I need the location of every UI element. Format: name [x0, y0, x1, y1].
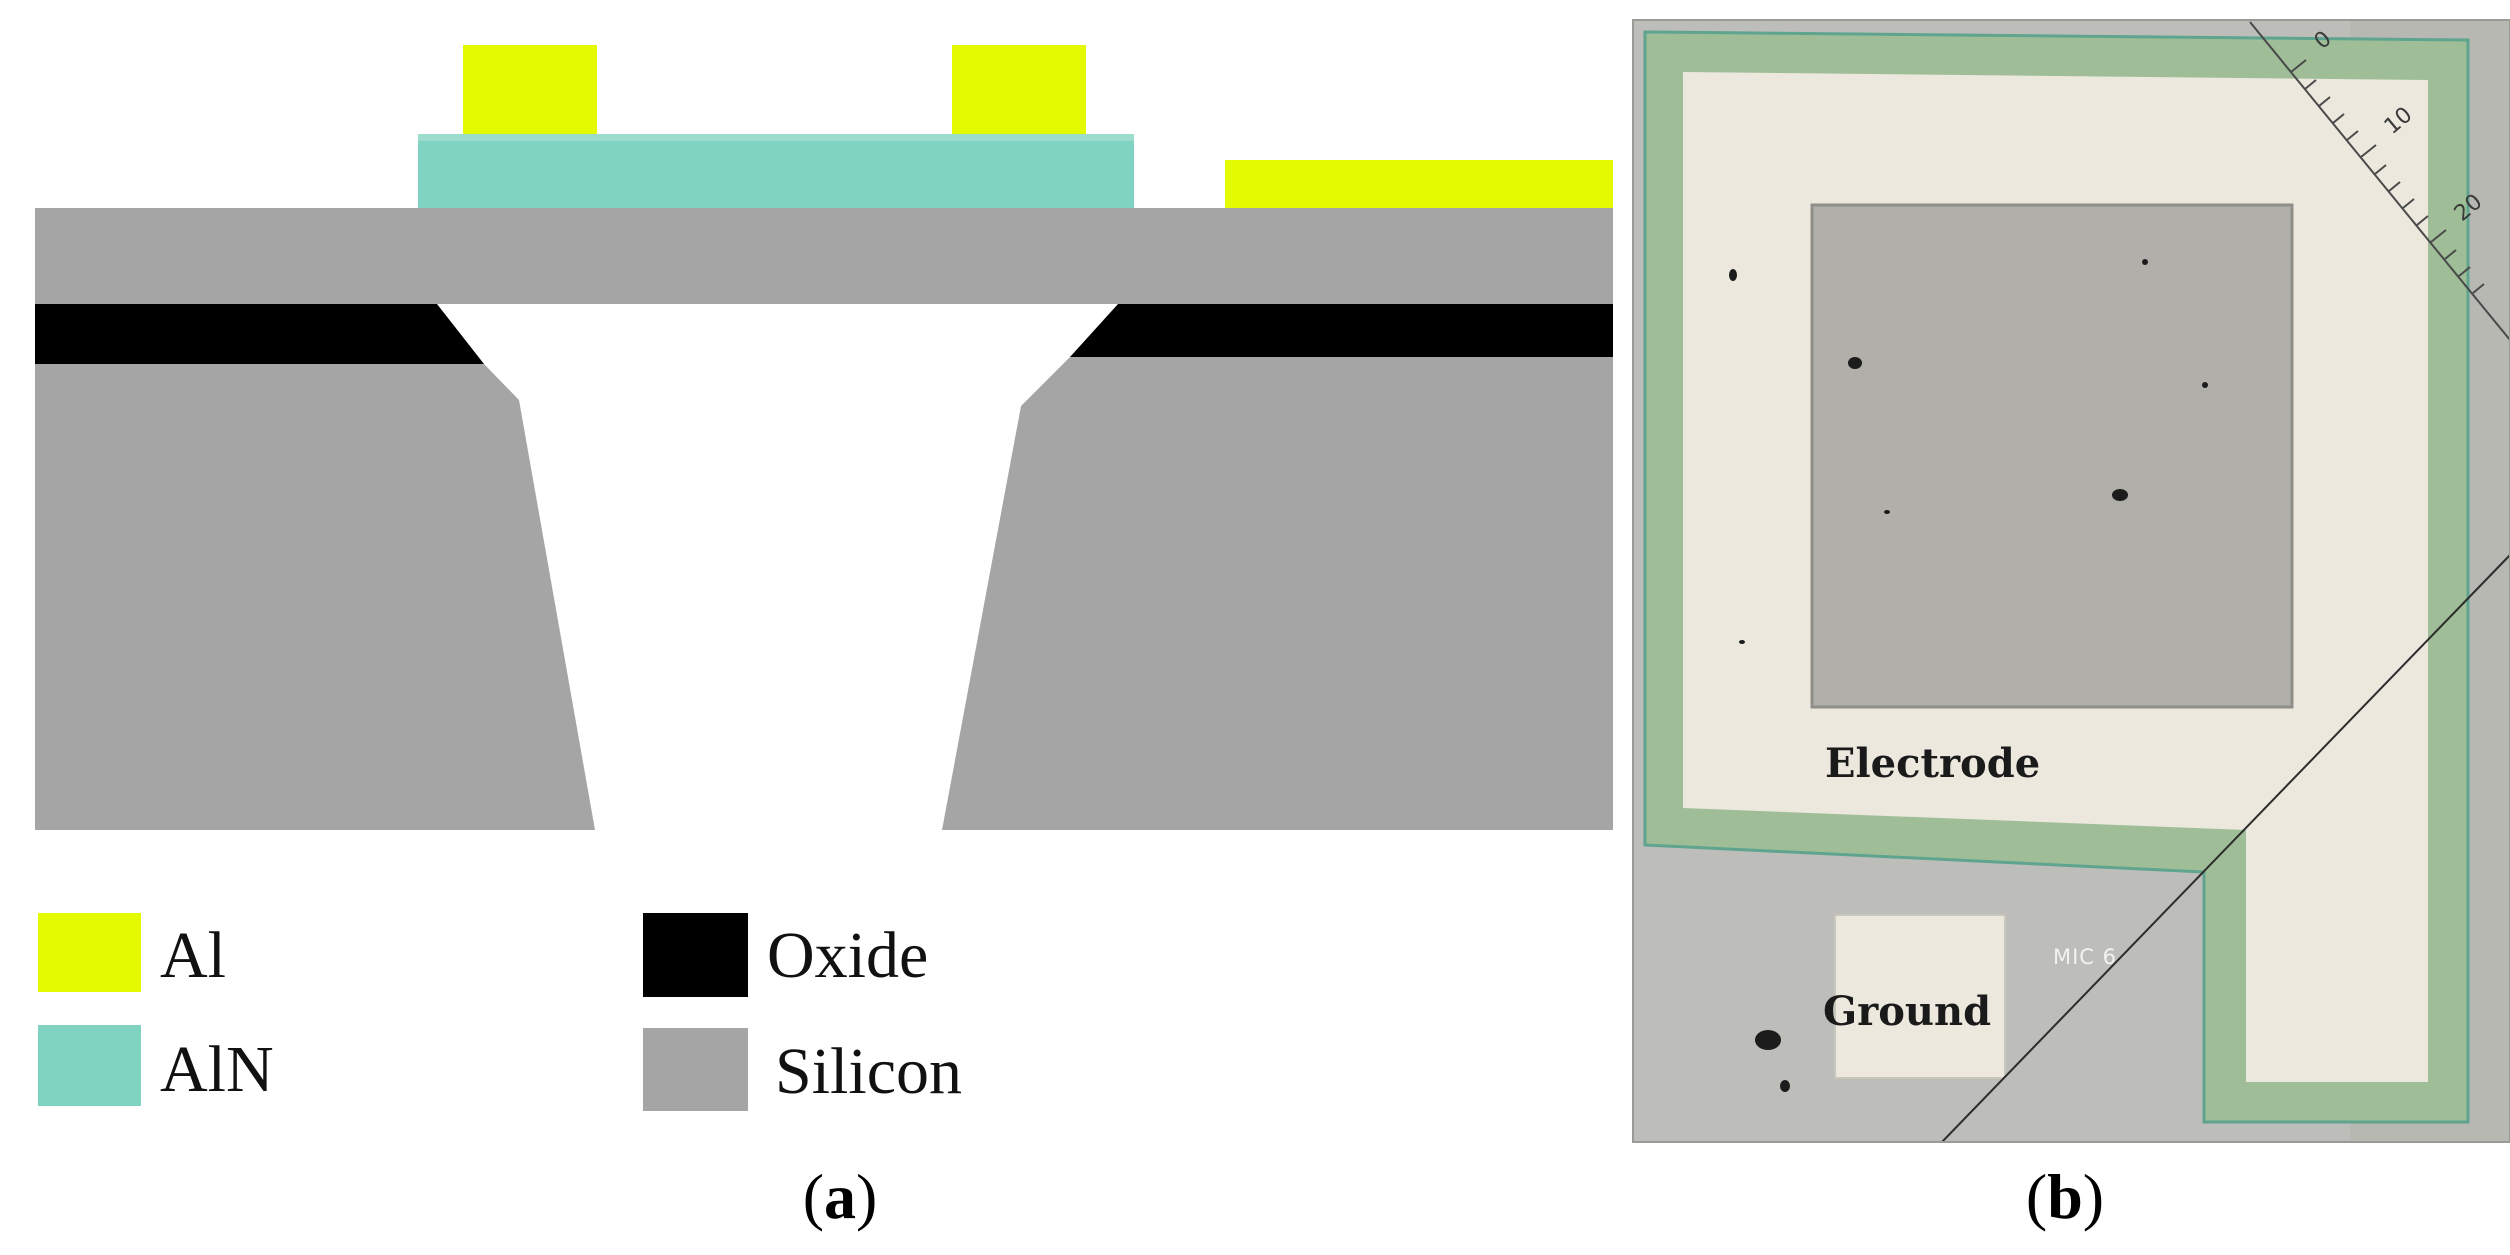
legend-swatch-silicon — [643, 1028, 748, 1111]
silicon-substrate-left — [35, 364, 595, 830]
aln-piezo-layer — [418, 134, 1134, 208]
aln-top-highlight — [418, 134, 1134, 141]
legend: Al AlN Oxide Silicon — [38, 913, 962, 1111]
chip-id-stamp: MIC 6 — [2053, 945, 2117, 969]
caption-a-close-paren: ) — [856, 1161, 877, 1232]
panel-a-cross-section — [35, 45, 1613, 830]
electrode-label: Electrode — [1825, 740, 2040, 787]
silicon-substrate-right — [942, 357, 1613, 830]
al-top-electrode-right — [952, 45, 1086, 134]
caption-b-close-paren: ) — [2083, 1161, 2104, 1232]
silicon-device-layer — [35, 208, 1613, 304]
crosshair-line — [1941, 554, 2510, 1142]
caption-b: (b) — [2026, 1161, 2104, 1232]
measurement-scale — [2249, 21, 2510, 341]
oxide-layer-left — [35, 304, 484, 364]
caption-b-letter: b — [2047, 1161, 2083, 1232]
electrode-center-square — [1810, 203, 2294, 709]
debris-specks — [1729, 259, 2208, 1092]
panel-b-micrograph: 0 10 20 MIC 6 Electrode Ground — [1633, 20, 2510, 1142]
caption-a: (a) — [803, 1161, 878, 1232]
oxide-layer-right — [1070, 304, 1613, 357]
legend-label-al: Al — [160, 919, 226, 992]
al-top-electrode-left — [463, 45, 597, 134]
legend-swatch-aln — [38, 1025, 141, 1106]
al-ground-pad — [1225, 160, 1613, 208]
legend-label-silicon: Silicon — [775, 1035, 962, 1108]
legend-swatch-al — [38, 913, 141, 992]
legend-label-aln: AlN — [160, 1033, 274, 1106]
svg-text:(b): (b) — [2026, 1161, 2104, 1232]
caption-b-open-paren: ( — [2026, 1161, 2047, 1232]
caption-a-open-paren: ( — [803, 1161, 824, 1232]
svg-text:(a): (a) — [803, 1161, 878, 1232]
photo-frame — [1632, 19, 2510, 1143]
legend-label-oxide: Oxide — [767, 919, 928, 992]
ground-label: Ground — [1823, 988, 1991, 1035]
ground-pad — [1834, 914, 2006, 1079]
caption-a-letter: a — [824, 1161, 856, 1232]
legend-swatch-oxide — [643, 913, 748, 997]
